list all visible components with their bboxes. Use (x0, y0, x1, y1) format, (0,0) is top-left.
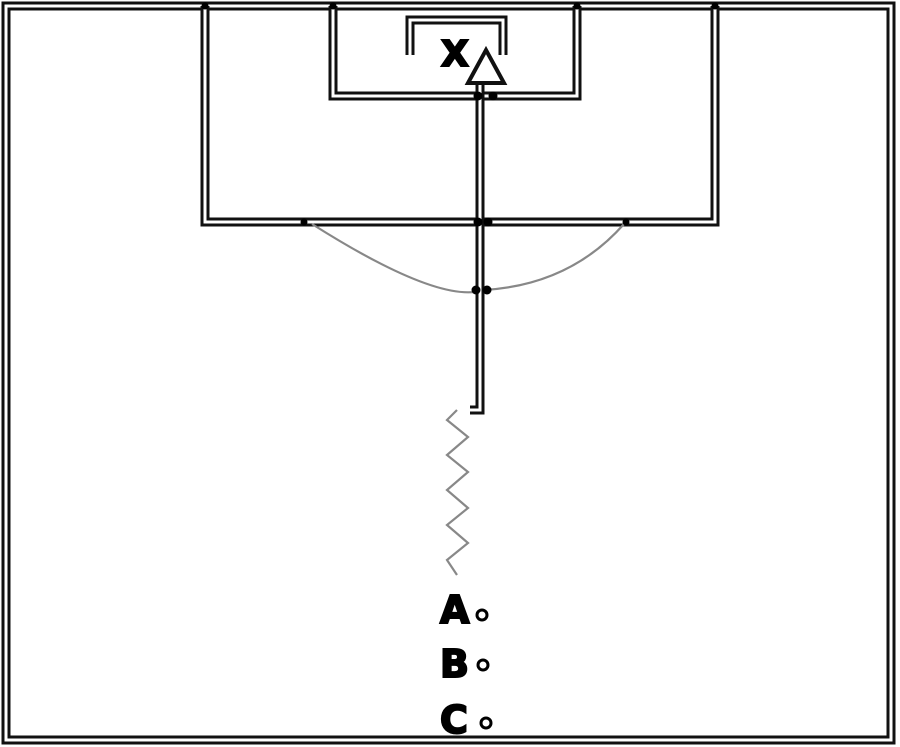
player-b: B (439, 641, 490, 687)
player-c-marker (479, 716, 493, 730)
shot-arrow-shaft (470, 70, 485, 415)
penalty-arc (311, 223, 625, 294)
player-b-marker (476, 658, 490, 672)
shot-arrow-head (464, 45, 508, 85)
dribble-path (445, 409, 470, 576)
player-b-label: B (440, 642, 469, 686)
player-a: A (439, 587, 489, 633)
goal-area (328, 6, 582, 101)
intersection-dots (201, 2, 719, 295)
penalty-box (200, 6, 720, 227)
player-a-marker (475, 608, 489, 622)
target-goal-frame (405, 15, 508, 55)
target-marker: X (441, 34, 469, 75)
player-c: C (439, 697, 493, 743)
player-a-label: A (440, 588, 470, 632)
player-c-label: C (440, 698, 468, 742)
